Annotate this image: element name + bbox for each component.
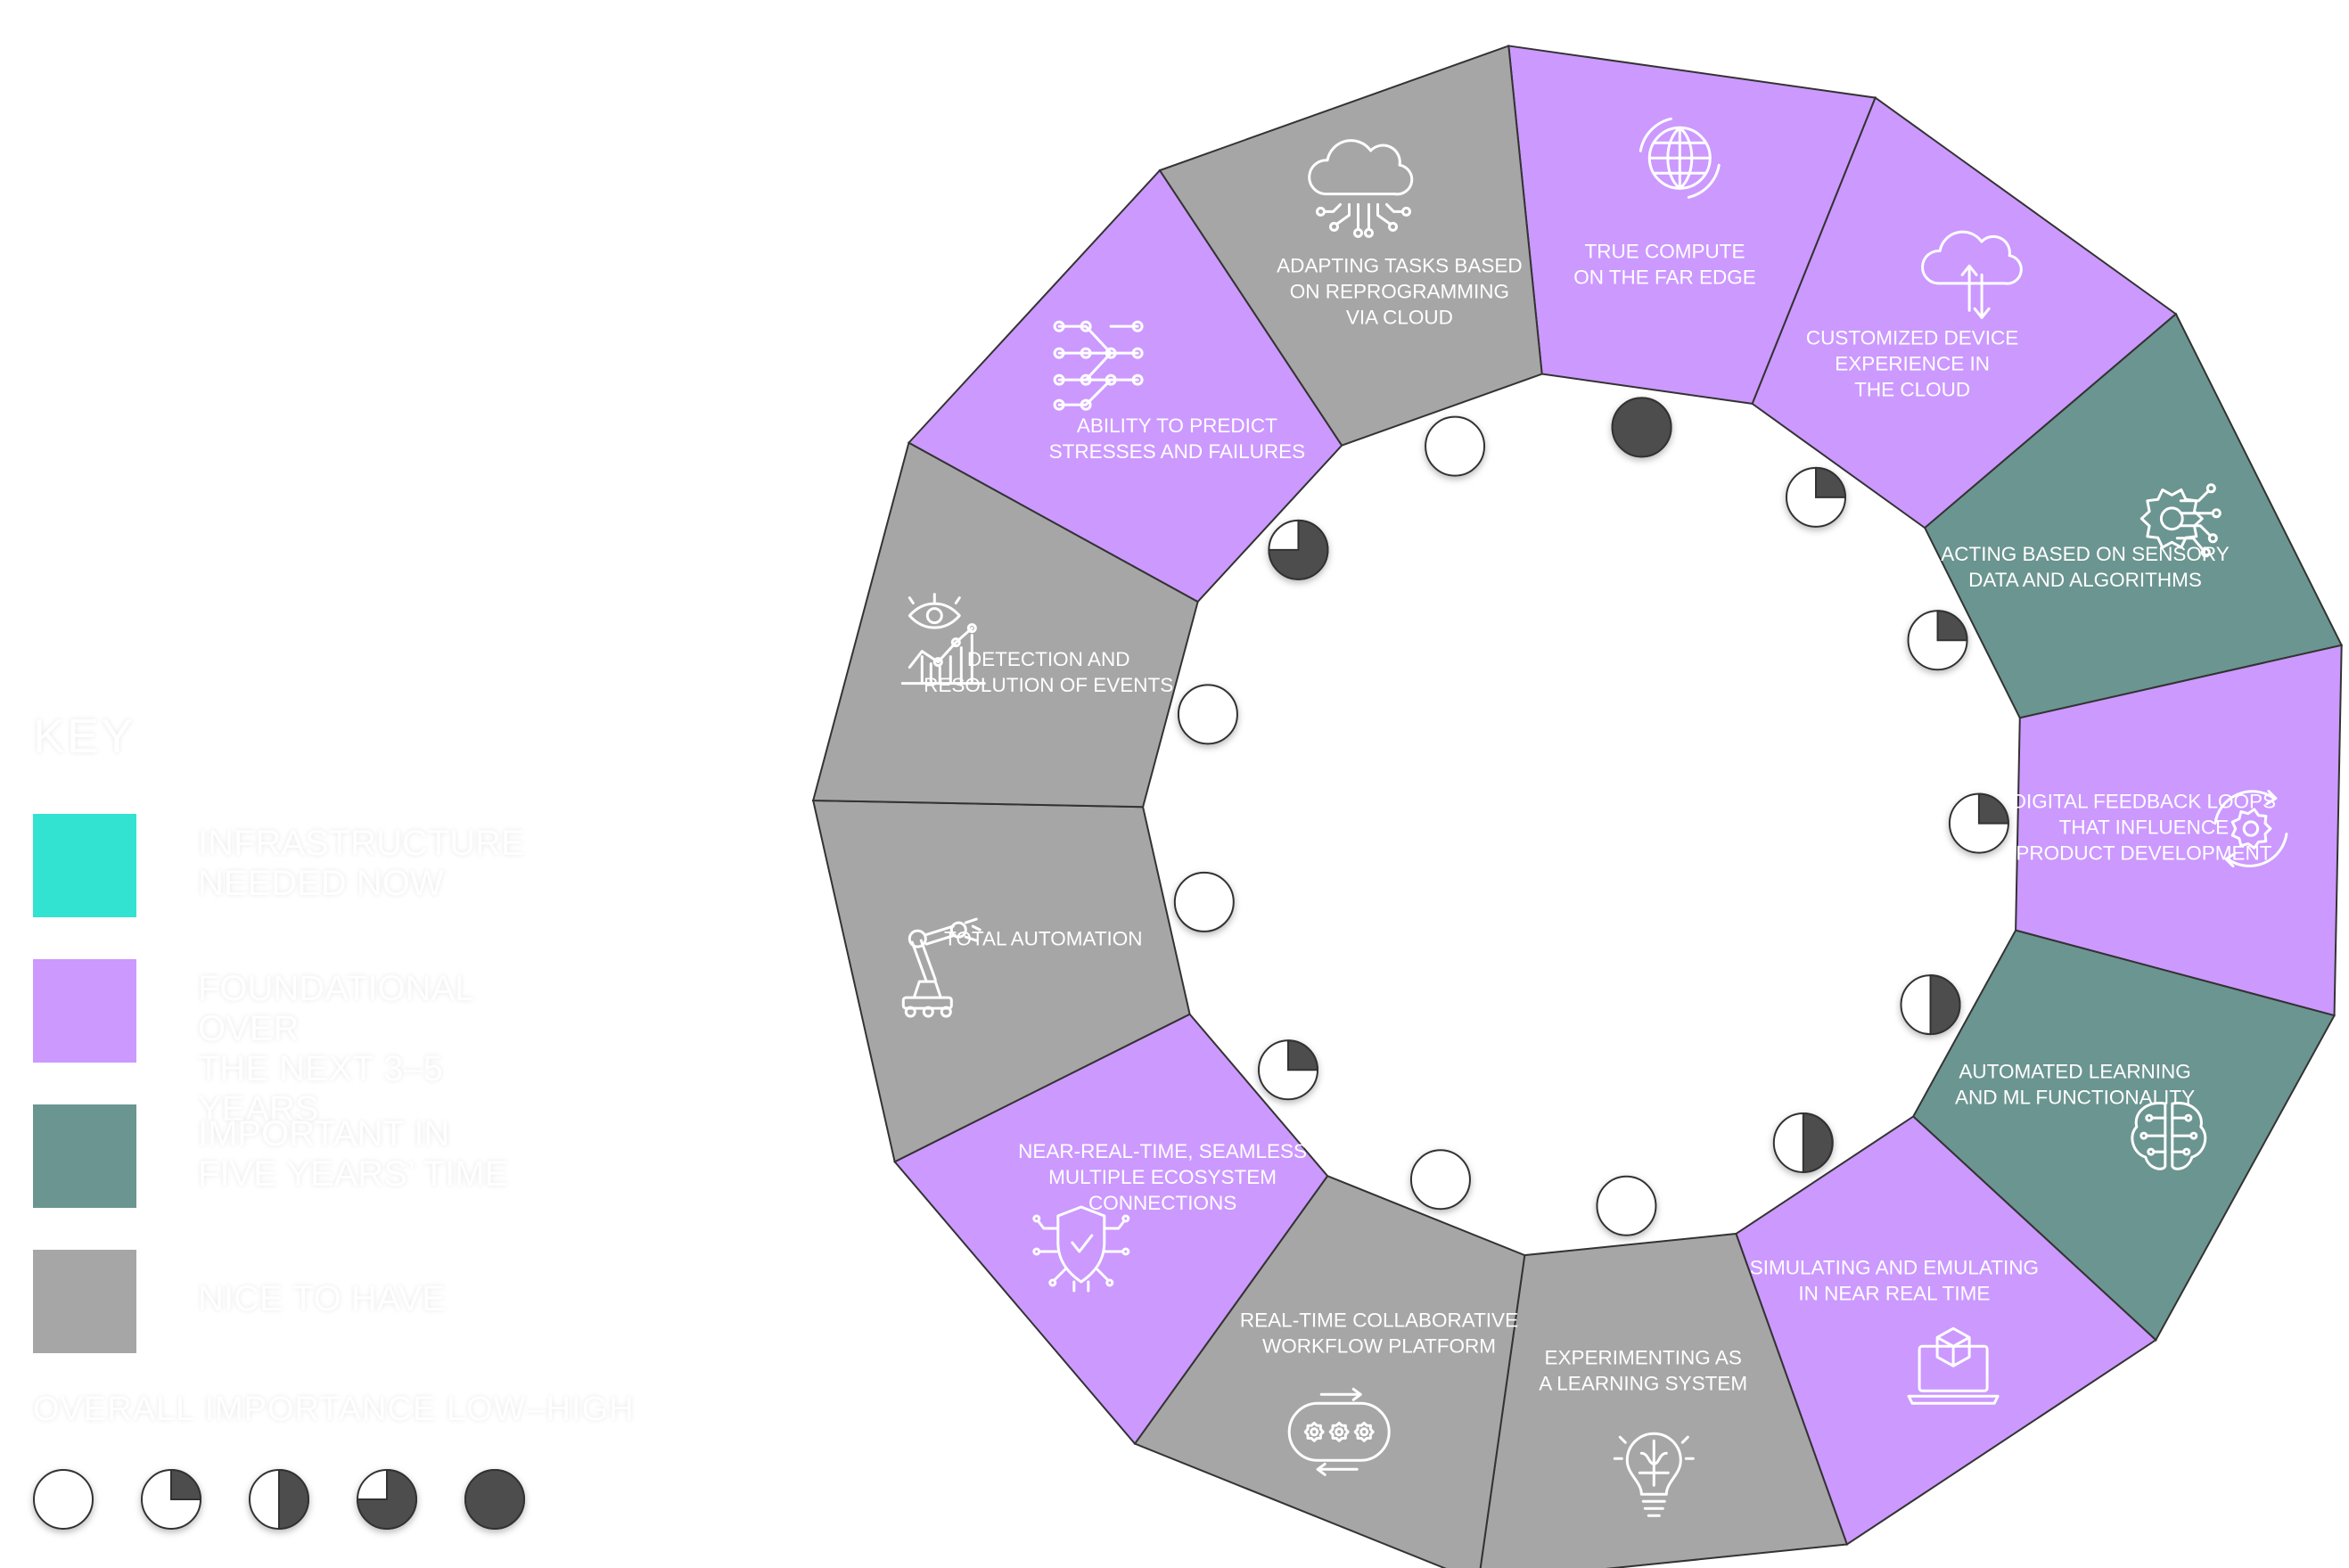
segment-total-automation: TOTAL AUTOMATION <box>811 799 1191 1163</box>
segment-real-time-collaborative-workflow-platform: REAL-TIME COLLABORATIVE WORKFLOW PLATFORM <box>1133 1174 1526 1568</box>
segment-label-line: REAL-TIME COLLABORATIVE <box>1240 1309 1518 1331</box>
cloud-sync-icon <box>1921 230 2023 319</box>
segment-customized-device-experience-in-the-cloud: CUSTOMIZED DEVICE EXPERIENCE IN THE CLOUD <box>1751 96 2178 530</box>
importance-scale-title: OVERALL IMPORTANCE LOW–HIGH <box>33 1391 635 1428</box>
segment-label-line: ON THE FAR EDGE <box>1573 267 1756 289</box>
legend-title: KEY <box>33 710 136 763</box>
importance-scale-level-1 <box>141 1468 202 1530</box>
segment-label-line: NEAR-REAL-TIME, SEAMLESS <box>1018 1140 1307 1162</box>
segment-detection-and-resolution-of-events: DETECTION AND RESOLUTION OF EVENTS <box>811 441 1199 809</box>
laptop-cube-icon <box>1907 1326 2000 1405</box>
gears-workflow-icon <box>1287 1387 1391 1476</box>
lightbulb-brain-icon <box>1613 1432 1695 1517</box>
importance-scale-level-0 <box>33 1469 94 1530</box>
segment-label-line: STRESSES AND FAILURES <box>1049 440 1306 463</box>
brain-icon <box>2131 1101 2207 1170</box>
segment-label-line: ABILITY TO PREDICT <box>1077 415 1277 437</box>
segment-label-line: THE CLOUD <box>1854 379 1970 401</box>
importance-indicator <box>1425 415 1486 477</box>
gear-cycle-icon <box>2213 790 2288 868</box>
gear-circuit-icon <box>2140 483 2222 558</box>
segment-label-line: TRUE COMPUTE <box>1585 241 1745 263</box>
legend-swatch-now <box>33 814 136 917</box>
eye-chart-icon <box>900 593 986 685</box>
segment-label-line: ON REPROGRAMMING <box>1290 280 1509 302</box>
segment-label-line: THAT INFLUENCE <box>2059 816 2229 838</box>
importance-indicator <box>1268 519 1329 580</box>
importance-indicator <box>1611 397 1672 458</box>
cloud-circuit-icon <box>1308 139 1414 238</box>
segment-label-line: DIGITAL FEEDBACK LOOPS <box>2012 790 2276 812</box>
importance-indicator <box>1772 1112 1834 1173</box>
legend-label-important: IMPORTANT IN FIVE YEARS’ TIME <box>198 1114 509 1194</box>
segment-label-line: EXPERIENCE IN <box>1835 353 1990 375</box>
segment-label-line: DATA AND ALGORITHMS <box>1968 569 2202 591</box>
segment-label-line: PRODUCT DEVELOPMENT <box>2016 841 2271 864</box>
segment-label-line: AND ML FUNCTIONALITY <box>1955 1087 2195 1109</box>
segment-label-line: RESOLUTION OF EVENTS <box>924 674 1173 696</box>
segment-label-line: SIMULATING AND EMULATING <box>1750 1257 2039 1279</box>
segment-adapting-tasks-based-on-reprogramming-via-cloud: ADAPTING TASKS BASED ON REPROGRAMMING VIA … <box>1158 45 1543 447</box>
legend-label-now: INFRASTRUCTURE NEEDED NOW <box>198 824 525 903</box>
segment-label-line: ADAPTING TASKS BASED <box>1277 254 1523 276</box>
segment-experimenting-as-a-learning-system: EXPERIMENTING AS A LEARNING SYSTEM <box>1479 1232 1849 1568</box>
segment-label-line: TOTAL AUTOMATION <box>944 928 1143 950</box>
segment-shape <box>1158 45 1543 447</box>
segment-label-line: MULTIPLE ECOSYSTEM <box>1048 1166 1277 1188</box>
importance-indicator <box>1785 466 1847 528</box>
robot-arm-icon <box>901 917 981 1018</box>
importance-indicator <box>1907 610 1968 671</box>
importance-indicator <box>1409 1149 1471 1211</box>
segment-digital-feedback-loops-that-influence-product-development: DIGITAL FEEDBACK LOOPS THAT INFLUENCE PROD… <box>2012 644 2343 1017</box>
importance-indicator <box>1177 684 1238 745</box>
shield-check-icon <box>1032 1205 1130 1293</box>
segment-label-line: AUTOMATED LEARNING <box>1959 1061 2190 1083</box>
importance-indicator <box>1596 1175 1657 1236</box>
segment-label-line: VIA CLOUD <box>1346 306 1453 328</box>
importance-scale-level-2 <box>249 1468 309 1531</box>
legend-swatch-nice <box>33 1250 136 1353</box>
importance-scale <box>33 1468 525 1531</box>
legend-label-foundational: FOUNDATIONAL OVER THE NEXT 3–5 YEARS <box>198 969 473 1129</box>
importance-indicator <box>1257 1039 1319 1101</box>
segment-label-line: A LEARNING SYSTEM <box>1539 1372 1747 1394</box>
segment-label-line: DETECTION AND <box>967 648 1130 670</box>
globe-icon <box>1639 117 1721 199</box>
importance-indicator <box>1173 871 1235 932</box>
importance-scale-level-4 <box>464 1469 525 1530</box>
importance-indicator <box>1900 974 1961 1036</box>
segment-label-line: ACTING BASED ON SENSORY <box>1941 543 2229 565</box>
segment-automated-learning-and-ml-functionality: AUTOMATED LEARNING AND ML FUNCTIONALITY <box>1911 929 2337 1342</box>
segment-label-line: IN NEAR REAL TIME <box>1798 1283 1990 1305</box>
legend-swatch-important <box>33 1104 136 1208</box>
importance-scale-level-3 <box>356 1468 417 1530</box>
segment-label-line: EXPERIMENTING AS <box>1545 1346 1742 1368</box>
segment-label-line: CONNECTIONS <box>1088 1192 1236 1214</box>
legend-swatch-foundational <box>33 959 136 1063</box>
legend-label-nice: NICE TO HAVE <box>198 1279 446 1318</box>
network-nodes-icon <box>1053 320 1144 411</box>
segment-label-line: CUSTOMIZED DEVICE <box>1806 327 2018 349</box>
segment-acting-based-on-sensory-data-and-algorithms: ACTING BASED ON SENSORY DATA AND ALGORITH… <box>1923 312 2344 719</box>
segment-true-compute-on-the-far-edge: TRUE COMPUTE ON THE FAR EDGE <box>1507 45 1877 406</box>
segment-label-line: WORKFLOW PLATFORM <box>1262 1334 1496 1357</box>
importance-indicator <box>1948 792 2009 854</box>
